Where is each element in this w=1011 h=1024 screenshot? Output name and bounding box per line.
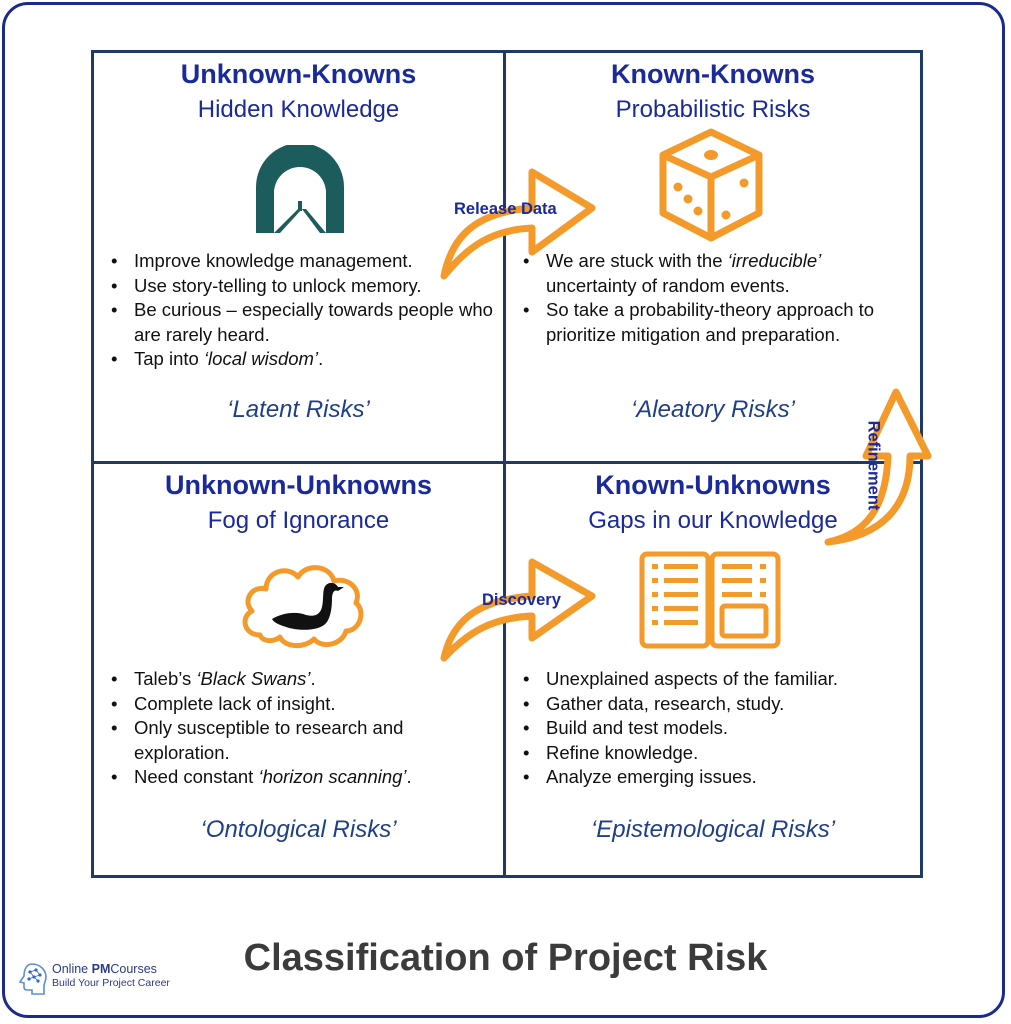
bullet-item: Be curious – especially towards people w… xyxy=(109,298,499,347)
bullet-pre-text: Build and test models. xyxy=(546,717,729,738)
logo-tagline: Build Your Project Career xyxy=(52,977,170,989)
bullet-item: We are stuck with the ‘irreducible’ unce… xyxy=(521,249,916,298)
bullet-list: Taleb’s ‘Black Swans’.Complete lack of i… xyxy=(109,667,499,790)
bullet-item: Analyze emerging issues. xyxy=(521,765,916,790)
quadrant-title: Known-Knowns xyxy=(611,59,815,89)
bullet-italic-text: ‘Black Swans’ xyxy=(196,668,311,689)
discovery-label: Discovery xyxy=(482,591,561,609)
quadrant-known-unknowns: Known-Unknowns Gaps in our Knowledge Une… xyxy=(506,464,920,875)
bullet-pre-text: Use story-telling to unlock memory. xyxy=(134,274,422,296)
bullet-item: Only susceptible to research and explora… xyxy=(109,716,499,765)
diagram-title: Classification of Project Risk xyxy=(243,937,768,979)
discovery-arrow xyxy=(440,558,596,662)
vertical-divider xyxy=(503,50,506,878)
bullet-item: Need constant ‘horizon scanning’. xyxy=(109,765,499,790)
quadrant-subtitle: Probabilistic Risks xyxy=(615,96,811,123)
bullet-item: Improve knowledge management. xyxy=(109,249,499,274)
bullet-pre-text: So take a probability-theory approach to… xyxy=(546,299,875,345)
quadrant-subtitle: Fog of Ignorance xyxy=(207,507,390,534)
bullet-item: Use story-telling to unlock memory. xyxy=(109,274,499,299)
bullet-list: We are stuck with the ‘irreducible’ unce… xyxy=(521,249,916,347)
bullet-item: Build and test models. xyxy=(521,716,916,741)
bullet-pre-text: We are stuck with the xyxy=(546,250,728,271)
bullet-post-text: uncertainty of random events. xyxy=(546,274,790,296)
refinement-arrow xyxy=(824,388,932,546)
bullet-item: Refine knowledge. xyxy=(521,741,916,766)
bullet-italic-text: ‘local wisdom’ xyxy=(203,348,319,369)
bullet-pre-text: Gather data, research, study. xyxy=(546,692,785,714)
bullet-post-text: . xyxy=(318,348,324,369)
bullet-pre-text: Tap into xyxy=(134,348,204,369)
bullet-item: Gather data, research, study. xyxy=(521,692,916,717)
tunnel-icon xyxy=(256,145,344,233)
bullet-italic-text: ‘horizon scanning’ xyxy=(258,766,407,787)
bullet-italic-text: ‘irreducible’ xyxy=(727,250,822,271)
bullet-item: Tap into ‘local wisdom’. xyxy=(109,347,499,372)
open-book-icon xyxy=(639,551,781,649)
bullet-list: Unexplained aspects of the familiar. Gath… xyxy=(521,667,916,790)
bullet-pre-text: Complete lack of insight. xyxy=(134,692,336,714)
bullet-list: Improve knowledge management. Use story-t… xyxy=(109,249,499,372)
risk-label: ‘Latent Risks’ xyxy=(227,396,370,423)
release-data-arrow xyxy=(440,168,596,280)
quadrant-subtitle: Gaps in our Knowledge xyxy=(588,507,838,534)
quadrant-unknown-unknowns: Unknown-Unknowns Fog of Ignorance Taleb’… xyxy=(94,464,503,875)
quadrant-known-knowns: Known-Knowns Probabilistic Risks We are … xyxy=(506,53,920,461)
dice-icon xyxy=(659,128,763,242)
bullet-item: Complete lack of insight. xyxy=(109,692,499,717)
bullet-post-text: . xyxy=(406,766,412,787)
quadrant-title: Known-Unknowns xyxy=(595,470,831,500)
bullet-item: So take a probability-theory approach to… xyxy=(521,298,916,347)
bullet-item: Taleb’s ‘Black Swans’. xyxy=(109,667,499,692)
bullet-pre-text: Refine knowledge. xyxy=(546,741,699,763)
risk-label: ‘Ontological Risks’ xyxy=(200,816,397,843)
quadrant-unknown-knowns: Unknown-Knowns Hidden Knowledge Improve … xyxy=(94,53,503,461)
bullet-pre-text: Only susceptible to research and explora… xyxy=(134,717,404,763)
release-data-label: Release Data xyxy=(454,200,557,218)
bullet-pre-text: Be curious – especially towards people w… xyxy=(134,299,493,345)
bullet-pre-text: Unexplained aspects of the familiar. xyxy=(546,668,839,689)
quadrant-grid xyxy=(91,50,923,878)
bullet-pre-text: Improve knowledge management. xyxy=(134,250,413,271)
logo-name: Online PMCourses xyxy=(52,962,157,976)
quadrant-title: Unknown-Unknowns xyxy=(165,470,432,500)
bullet-pre-text: Taleb’s xyxy=(134,668,197,689)
black-swan-cloud-icon xyxy=(242,565,364,648)
bullet-pre-text: Need constant xyxy=(134,766,259,787)
brain-head-icon xyxy=(18,963,47,995)
bullet-post-text: . xyxy=(310,668,316,689)
bullet-item: Unexplained aspects of the familiar. xyxy=(521,667,916,692)
horizontal-divider xyxy=(91,461,923,464)
bullet-pre-text: Analyze emerging issues. xyxy=(546,766,757,787)
quadrant-subtitle: Hidden Knowledge xyxy=(197,96,400,123)
risk-label: ‘Epistemological Risks’ xyxy=(590,816,836,843)
quadrant-title: Unknown-Knowns xyxy=(180,59,417,89)
risk-label: ‘Aleatory Risks’ xyxy=(630,396,796,423)
refinement-label: Refinement xyxy=(864,420,883,511)
